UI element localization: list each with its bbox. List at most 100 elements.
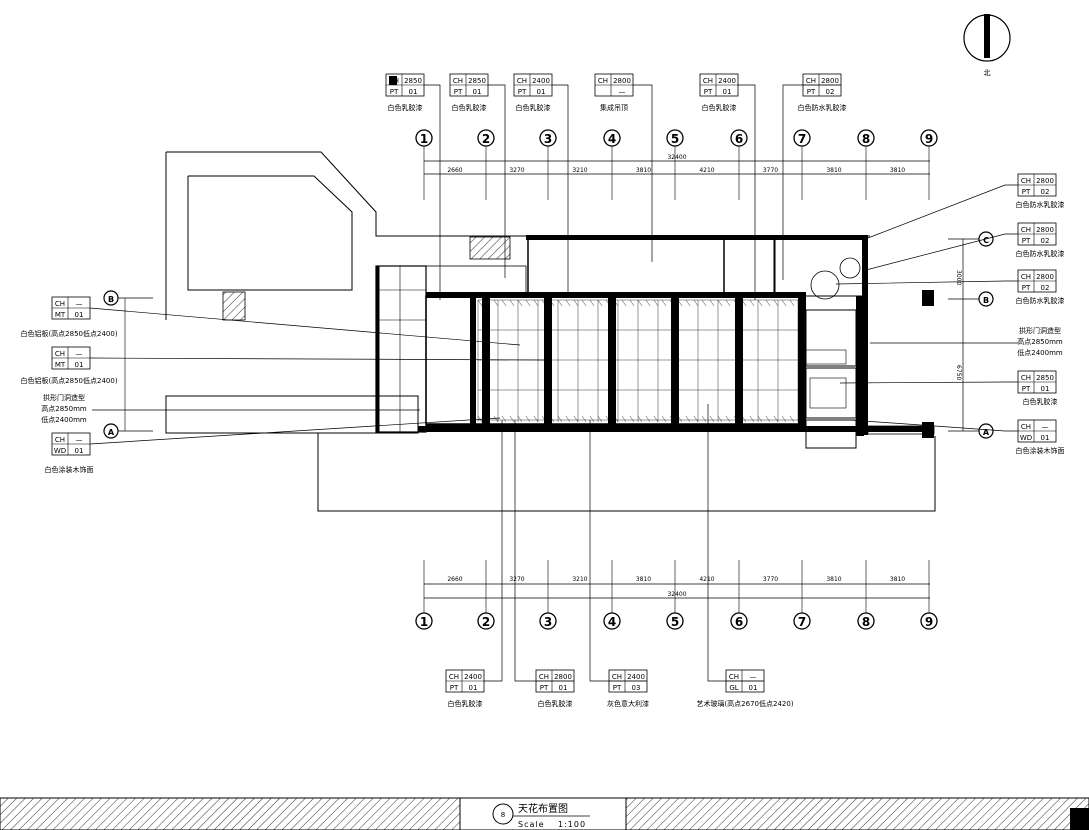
tag-material: MT <box>55 361 66 369</box>
tag-height: 2400 <box>627 673 645 681</box>
tag-number: 02 <box>826 88 835 96</box>
north-label: 北 <box>984 69 991 77</box>
right-note-line-1: 拱形门洞造型 <box>1019 326 1061 335</box>
tag-label: 白色乳胶漆 <box>538 699 573 708</box>
tag-height: — <box>76 436 83 444</box>
tag-code: CH <box>55 350 65 358</box>
tag-number: 01 <box>537 88 546 96</box>
tag-code: CH <box>55 300 65 308</box>
tag-number: 01 <box>1041 385 1050 393</box>
axis-letter-right-b: B <box>983 296 989 305</box>
bottom-dim-2: 3270 <box>509 576 524 583</box>
tag-code: CH <box>55 436 65 444</box>
tag-label: 白色铝板(高点2850低点2400) <box>20 376 117 385</box>
drawing-title: 天花布置图 <box>518 802 568 815</box>
tag-label: 白色乳胶漆 <box>1023 397 1058 406</box>
axis-bubble-top-5: 5 <box>671 132 679 146</box>
tag-label: 灰色意大利漆 <box>607 699 649 708</box>
tag-height: 2800 <box>1036 226 1054 234</box>
axis-bubble-top-9: 9 <box>925 132 933 146</box>
bottom-dim-4: 3810 <box>636 576 651 583</box>
axis-bubble-bottom-1: 1 <box>420 615 428 629</box>
sheet-number: 8 <box>501 811 505 819</box>
tag-label: 白色乳胶漆 <box>516 103 551 112</box>
tag-material: PT <box>540 684 549 692</box>
top-dim-7: 3810 <box>826 167 841 174</box>
top-dim-2: 3270 <box>509 167 524 174</box>
axis-bubble-bottom-9: 9 <box>925 615 933 629</box>
axis-bubble-top-4: 4 <box>608 132 616 146</box>
north-arrow-icon: 北 <box>963 14 1011 77</box>
tag-height: 2400 <box>718 77 736 85</box>
tag-code: CH <box>517 77 527 85</box>
tag-height: 2850 <box>404 77 422 85</box>
tag-number: 01 <box>559 684 568 692</box>
axis-letter-upper: B <box>108 295 114 304</box>
top-dim-4: 3810 <box>636 167 651 174</box>
tag-material: WD <box>54 447 66 455</box>
axis-bubble-bottom-6: 6 <box>735 615 743 629</box>
tag-material: PT <box>1022 284 1031 292</box>
tag-label: 白色防水乳胶漆 <box>1016 296 1065 305</box>
tag-code: CH <box>1021 423 1031 431</box>
tag-material: GL <box>729 684 738 692</box>
tag-label: 白色铝板(高点2850低点2400) <box>20 329 117 338</box>
right-dim-lower: 6750 <box>955 365 962 380</box>
tag-material: PT <box>704 88 713 96</box>
bottom-dim-1: 2660 <box>447 576 462 583</box>
bottom-dim-5: 4210 <box>699 576 714 583</box>
tag-material: MT <box>55 311 66 319</box>
tag-material: WD <box>1020 434 1032 442</box>
axis-bubble-top-2: 2 <box>482 132 490 146</box>
tag-number: 01 <box>723 88 732 96</box>
tag-code: CH <box>598 77 608 85</box>
axis-bubble-bottom-3: 3 <box>544 615 552 629</box>
tag-label: 白色乳胶漆 <box>452 103 487 112</box>
tag-code: CH <box>1021 374 1031 382</box>
left-axis-letters: B A <box>103 290 153 439</box>
tag-height: — <box>750 673 757 681</box>
tag-material: PT <box>1022 237 1031 245</box>
tag-material: PT <box>390 88 399 96</box>
tag-label: 白色防水乳胶漆 <box>1016 249 1065 258</box>
axis-bubble-bottom-4: 4 <box>608 615 616 629</box>
tag-number: 01 <box>409 88 418 96</box>
tag-label: 白色涂装木饰面 <box>45 465 94 474</box>
tag-material: PT <box>613 684 622 692</box>
bottom-dim-3: 3210 <box>572 576 587 583</box>
tag-height: 2800 <box>554 673 572 681</box>
bottom-dim-8: 3810 <box>890 576 905 583</box>
tag-label: 白色涂装木饰面 <box>1016 446 1065 455</box>
tag-height: — <box>1042 423 1049 431</box>
axis-bubble-top-6: 6 <box>735 132 743 146</box>
tag-number: 01 <box>1041 434 1050 442</box>
top-dim-6: 3770 <box>763 167 778 174</box>
tag-code: CH <box>1021 226 1031 234</box>
axis-bubble-top-8: 8 <box>862 132 870 146</box>
tag-height: 2800 <box>613 77 631 85</box>
tag-code: CH <box>539 673 549 681</box>
right-tag-5: CH — WD 01 白色涂装木饰面 <box>1016 419 1065 455</box>
axis-bubble-bottom-8: 8 <box>862 615 870 629</box>
scale-value: 1:100 <box>558 820 586 829</box>
tag-code: CH <box>1021 273 1031 281</box>
tag-number: 01 <box>473 88 482 96</box>
